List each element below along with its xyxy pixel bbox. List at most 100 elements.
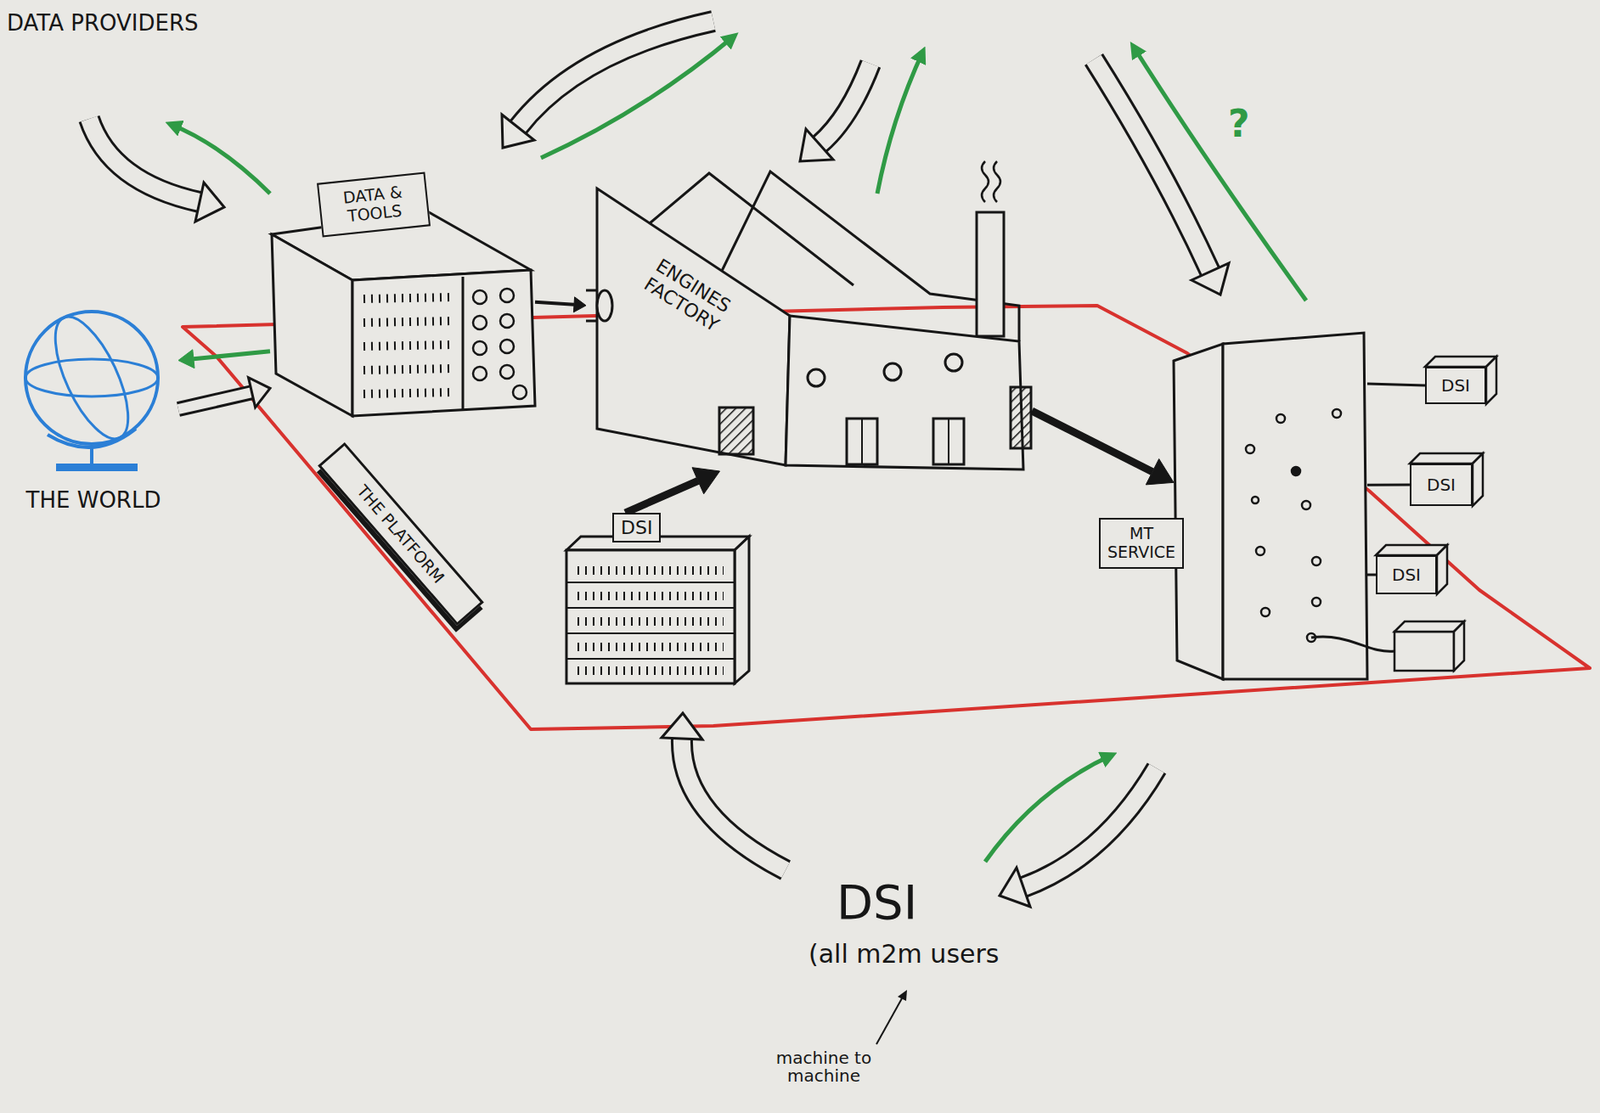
connector	[178, 349, 271, 369]
connector-line	[535, 302, 575, 305]
window	[807, 369, 825, 387]
globe-stand	[47, 428, 136, 448]
server-rack	[363, 392, 455, 395]
connector	[1367, 574, 1376, 576]
group-title: DSI	[836, 874, 918, 930]
server-led	[500, 365, 514, 379]
hatched-door	[1010, 387, 1031, 449]
open-arrow-head	[195, 182, 225, 222]
open-arrow	[819, 63, 871, 145]
platform-label: THE PLATFORM	[353, 481, 449, 587]
socket	[1251, 496, 1259, 504]
server-divider	[461, 276, 465, 412]
arrow-head	[178, 349, 195, 369]
cube-side	[1453, 621, 1465, 671]
globe-caption: THE WORLD	[8, 487, 179, 513]
connector	[178, 377, 271, 410]
wire	[1311, 636, 1395, 652]
connector-line	[193, 351, 271, 360]
door	[861, 418, 863, 465]
open-arrow	[681, 738, 786, 871]
connector	[535, 297, 586, 313]
socket	[1301, 501, 1311, 510]
label-slot: ?	[1228, 101, 1251, 146]
server-led	[473, 341, 487, 355]
dsi-box: DSI	[1409, 463, 1473, 507]
pipe-mouth	[597, 290, 613, 322]
hatched-door	[719, 407, 754, 455]
open-arrow-head	[501, 114, 535, 148]
tower-front	[1222, 332, 1368, 680]
mt-server-tower: MT SERVICE	[1173, 332, 1368, 682]
door	[933, 418, 964, 465]
server-led	[473, 315, 487, 330]
connector-line	[1367, 574, 1376, 577]
server-shelf	[566, 581, 735, 584]
server-led	[473, 290, 487, 305]
dsi-box-label: DSI	[1391, 564, 1421, 586]
region-title: DATA PROVIDERS	[6, 10, 198, 36]
socket	[1332, 409, 1341, 418]
connector-line	[178, 392, 253, 410]
globe-meridian	[40, 307, 143, 450]
leader-line	[876, 998, 902, 1045]
server-rack	[577, 666, 724, 676]
door	[846, 418, 878, 465]
connector-line	[625, 480, 699, 513]
server-front	[352, 270, 536, 417]
dsi-server: DSI	[566, 512, 735, 685]
connector	[1031, 411, 1174, 485]
factory-sign: ENGINES FACTORY	[614, 238, 761, 354]
connector-line	[1031, 411, 1153, 473]
cube-side	[1472, 453, 1483, 507]
smoke	[981, 161, 989, 203]
arrow-head	[248, 377, 271, 408]
factory-side	[785, 315, 1024, 470]
factory-front	[597, 188, 790, 466]
open-arrow-head	[999, 867, 1031, 908]
cube-top	[1425, 356, 1497, 367]
arrow-head	[692, 467, 721, 495]
door	[947, 418, 950, 465]
dsi-tag: DSI	[612, 512, 661, 543]
server-rack	[363, 344, 455, 347]
open-arrow	[819, 63, 871, 145]
server-led	[500, 288, 514, 303]
open-arrow-head	[661, 713, 703, 740]
chimney	[976, 212, 1004, 337]
socket	[1312, 557, 1321, 566]
label-slot: (all m2m users	[808, 939, 999, 970]
paper-label: DATA & TOOLS	[316, 171, 431, 237]
open-arrow	[1023, 768, 1157, 888]
dsi-box-label: DSI	[1426, 474, 1456, 496]
server-rack	[577, 591, 724, 601]
dsi-box: DSI	[1375, 555, 1437, 595]
globe-base	[56, 463, 138, 472]
server-side	[734, 536, 750, 684]
cube-top	[1409, 453, 1483, 464]
green-arrow	[169, 123, 271, 194]
green-arrow	[985, 754, 1113, 862]
connector	[625, 467, 720, 513]
server-rack	[577, 617, 724, 626]
factory-node: ENGINES FACTORY	[585, 169, 1032, 472]
server-shelf	[566, 607, 735, 609]
open-arrow-head	[1191, 263, 1229, 295]
arrow-head	[1145, 459, 1174, 485]
green-arrow	[540, 35, 735, 158]
open-arrow	[1023, 768, 1157, 888]
connector-line	[1367, 484, 1410, 487]
cube-side	[1436, 545, 1448, 595]
server-rack	[363, 368, 455, 371]
server-front	[566, 550, 735, 684]
connector	[1367, 383, 1426, 386]
connector-line	[1367, 383, 1426, 386]
server-shelf	[566, 658, 735, 660]
server-rack	[363, 297, 455, 299]
globe-equator	[25, 359, 158, 397]
question-mark: ?	[1228, 101, 1251, 146]
